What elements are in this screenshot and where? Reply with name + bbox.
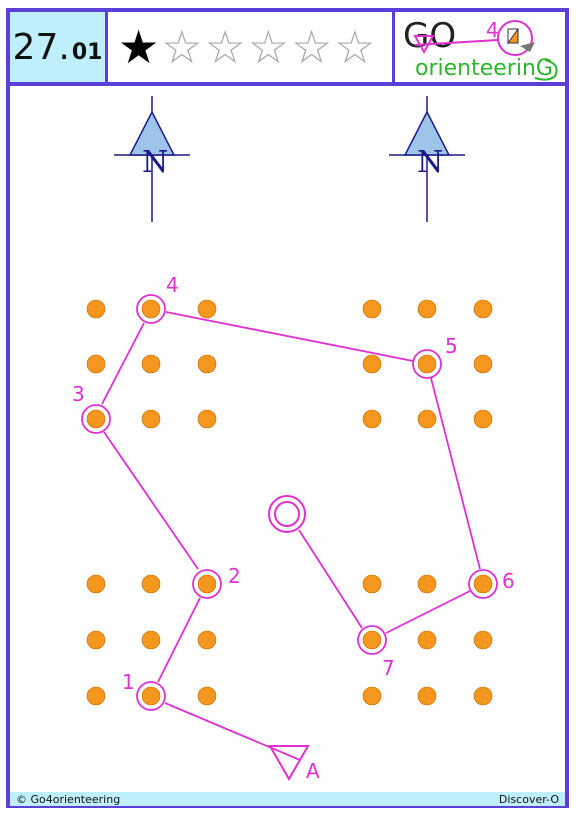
series-text: Discover-O xyxy=(498,792,559,806)
go4orienteering-logo: GO 4 orienteerinG xyxy=(395,12,565,82)
north-arrow-right: N xyxy=(389,96,465,222)
map-frame xyxy=(6,8,569,808)
star-empty-icon: ☆ xyxy=(291,20,333,74)
logo-graphic-icon xyxy=(413,20,558,81)
start-triangle-icon xyxy=(268,745,310,782)
control-circles xyxy=(81,294,498,711)
header-bar: 27.01 ★ ☆ ☆ ☆ ☆ ☆ GO 4 orienteerinG xyxy=(6,8,569,86)
exercise-code: 27.01 xyxy=(10,12,108,82)
star-empty-icon: ☆ xyxy=(161,20,203,74)
start-label: A xyxy=(306,759,320,783)
control-label-5: 5 xyxy=(445,334,458,358)
star-empty-icon: ☆ xyxy=(247,20,289,74)
north-arrow-left: N xyxy=(114,96,190,222)
control-label-6: 6 xyxy=(502,569,515,593)
control-label-7: 7 xyxy=(382,656,395,680)
control-label-3: 3 xyxy=(72,382,85,406)
control-label-4: 4 xyxy=(166,273,179,297)
footer-bar: © Go4orienteering Discover-O xyxy=(10,792,565,806)
dot-grid xyxy=(86,299,493,706)
control-label-1: 1 xyxy=(122,670,135,694)
logo-number: 4 xyxy=(486,18,499,42)
exercise-code-sub: 01 xyxy=(71,39,103,65)
north-letter-left: N xyxy=(142,145,168,180)
control-label-2: 2 xyxy=(228,564,241,588)
star-filled-icon: ★ xyxy=(118,20,160,74)
copyright-text: © Go4orienteering xyxy=(16,792,121,806)
logo-orienteering-text: orienteerinG xyxy=(415,56,553,81)
finish-circle-icon xyxy=(268,495,306,533)
star-empty-icon: ☆ xyxy=(334,20,376,74)
difficulty-stars: ★ ☆ ☆ ☆ ☆ ☆ xyxy=(108,12,395,82)
star-empty-icon: ☆ xyxy=(204,20,246,74)
course-legs xyxy=(101,311,481,761)
north-letter-right: N xyxy=(417,145,443,180)
exercise-code-main: 27. xyxy=(12,26,70,68)
